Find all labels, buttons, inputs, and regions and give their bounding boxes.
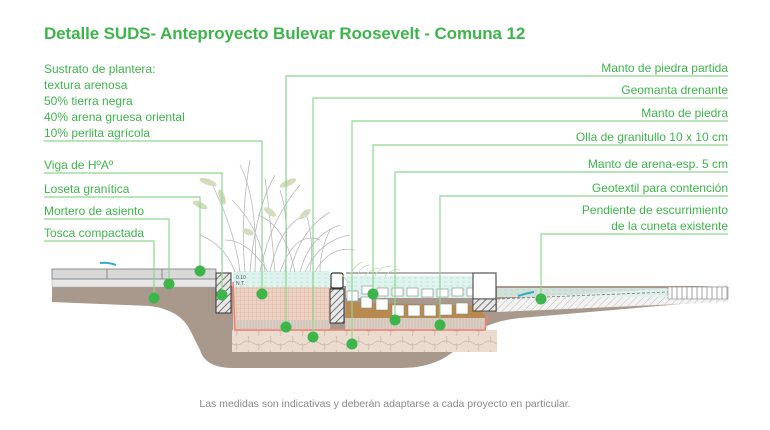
label-drain-mat: Geomanta drenante <box>621 83 728 97</box>
road-water <box>497 288 667 297</box>
dot-subbase <box>148 292 160 304</box>
label-crushed-stone: Manto de piedra partida <box>601 61 728 75</box>
flow-arrow-left <box>99 261 117 266</box>
leader-slope <box>540 233 728 299</box>
label-substrate-perlite: 10% perlita agrícola <box>44 126 151 140</box>
label-stone-layer: Manto de piedra <box>641 106 728 120</box>
leader-mortar <box>44 218 170 284</box>
small-plants-channel <box>339 261 401 284</box>
label-slope-line2: de la cuneta existente <box>611 219 728 233</box>
dot-tile <box>194 265 206 277</box>
channel-vlines <box>345 318 485 330</box>
leader-sand-layer <box>394 171 728 320</box>
leader-geotextile <box>439 195 728 325</box>
beam-right <box>472 298 497 312</box>
label-slope-line1: Pendiente de escurrimiento <box>581 203 728 217</box>
footnote-caption: Las medidas son indicativas y deberán ad… <box>199 398 571 410</box>
dot-mortar <box>163 278 175 290</box>
planter-water-left <box>233 271 330 287</box>
dot-beam <box>216 289 228 301</box>
tile-layer-left <box>51 268 217 280</box>
label-granite-pot: Olla de granitullo 10 x 10 cm <box>575 130 728 144</box>
curb-right <box>472 272 497 300</box>
label-substrate-texture: textura arenosa <box>44 78 128 92</box>
dot-sand-layer <box>389 314 401 326</box>
planter-substrate <box>233 287 330 323</box>
dot-geotextile <box>434 319 446 331</box>
label-geotextile: Geotextil para contención <box>591 181 728 195</box>
leader-beam <box>44 172 223 295</box>
dot-granite-pot <box>367 288 379 300</box>
dot-slope <box>535 293 547 305</box>
leader-tile <box>44 196 201 271</box>
road-railing <box>667 286 729 300</box>
leader-lines <box>44 75 728 344</box>
small-note-level: 0.10 <box>236 275 246 281</box>
leader-substrate <box>44 140 263 294</box>
callout-dots <box>148 265 547 350</box>
label-subbase: Tosca compactada <box>44 226 145 240</box>
plant-grasses <box>199 159 356 273</box>
dot-stone-layer <box>346 338 358 350</box>
label-substrate-sand: 40% arena gruesa oriental <box>44 110 185 124</box>
dot-substrate <box>256 288 268 300</box>
leader-crushed-stone <box>285 75 728 327</box>
label-beam: Viga de HºAº <box>44 158 114 172</box>
dot-crushed-stone <box>280 321 292 333</box>
leader-granite-pot <box>372 144 728 294</box>
label-substrate-title: Sustrato de plantera: <box>44 62 156 76</box>
small-note-nt: N.T. <box>236 281 245 287</box>
leader-stone-layer <box>351 120 728 344</box>
page-title: Detalle SUDS- Anteproyecto Bulevar Roose… <box>44 24 526 43</box>
label-sand-layer: Manto de arena-esp. 5 cm <box>587 157 728 171</box>
leader-subbase <box>44 240 155 298</box>
plant-leaves <box>192 177 311 236</box>
label-substrate-soil: 50% tierra negra <box>44 94 133 108</box>
dot-drain-mat <box>307 331 319 343</box>
label-tile: Loseta granítica <box>44 182 130 196</box>
beam-middle <box>329 288 345 324</box>
curb-middle <box>330 272 344 289</box>
geotextile-line <box>232 281 489 331</box>
label-mortar: Mortero de asiento <box>44 204 145 218</box>
leader-drain-mat <box>312 97 728 337</box>
flow-arrow-right <box>517 291 535 297</box>
planter-stones <box>232 330 497 352</box>
